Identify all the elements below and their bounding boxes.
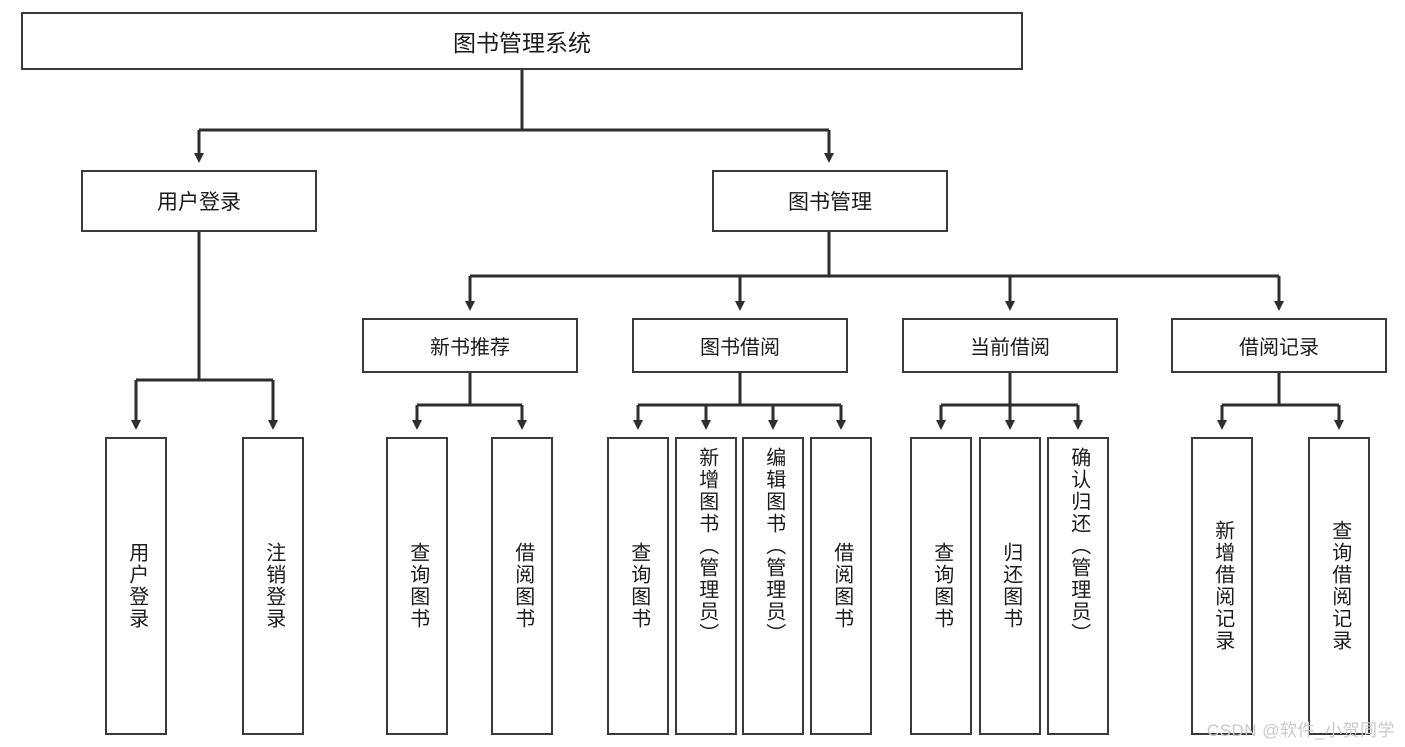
leaf-borrow-book-recommend[interactable]: 借阅图书: [491, 437, 553, 735]
leaf-confirm-return-admin[interactable]: 确认归还（管理员）: [1047, 437, 1109, 735]
node-root-system[interactable]: 图书管理系统: [21, 12, 1023, 70]
leaf-label: 新增借阅记录: [1211, 520, 1234, 652]
leaf-add-book-admin[interactable]: 新增图书（管理员）: [675, 437, 737, 735]
node-new-book-recommend[interactable]: 新书推荐: [362, 318, 578, 373]
leaf-query-book-borrow[interactable]: 查询图书: [607, 437, 669, 735]
node-book-management[interactable]: 图书管理: [712, 170, 948, 232]
node-label: 用户登录: [157, 191, 241, 214]
node-current-borrow[interactable]: 当前借阅: [902, 318, 1118, 373]
node-label: 借阅记录: [1239, 337, 1319, 359]
node-book-borrow[interactable]: 图书借阅: [632, 318, 848, 373]
leaf-borrow-book[interactable]: 借阅图书: [810, 437, 872, 735]
leaf-label: 用户登录: [125, 542, 148, 630]
node-label: 新书推荐: [430, 337, 510, 359]
leaf-label: 归还图书: [999, 542, 1022, 630]
node-label: 图书管理系统: [453, 30, 591, 56]
leaf-query-book-current[interactable]: 查询图书: [910, 437, 972, 735]
leaf-query-book-recommend[interactable]: 查询图书: [386, 437, 448, 735]
leaf-return-book[interactable]: 归还图书: [979, 437, 1041, 735]
leaf-label: 注销登录: [262, 542, 285, 630]
node-borrow-record[interactable]: 借阅记录: [1171, 318, 1387, 373]
leaf-label: 查询图书: [406, 542, 429, 630]
leaf-add-borrow-record[interactable]: 新增借阅记录: [1191, 437, 1253, 735]
leaf-label: 查询借阅记录: [1328, 520, 1351, 652]
leaf-label: 新增图书（管理员）: [695, 447, 718, 645]
leaf-query-borrow-record[interactable]: 查询借阅记录: [1308, 437, 1370, 735]
leaf-label: 借阅图书: [830, 542, 853, 630]
leaf-logout[interactable]: 注销登录: [242, 437, 304, 735]
leaf-label: 查询图书: [627, 542, 650, 630]
node-user-login[interactable]: 用户登录: [81, 170, 317, 232]
leaf-label: 借阅图书: [511, 542, 534, 630]
watermark: CSDN @软件_小贺同学: [1206, 721, 1395, 740]
node-label: 图书管理: [788, 191, 872, 214]
node-label: 当前借阅: [970, 337, 1050, 359]
leaf-label: 编辑图书（管理员）: [762, 447, 785, 645]
leaf-label: 确认归还（管理员）: [1067, 447, 1090, 645]
leaf-label: 查询图书: [930, 542, 953, 630]
leaf-edit-book-admin[interactable]: 编辑图书（管理员）: [742, 437, 804, 735]
leaf-user-login[interactable]: 用户登录: [105, 437, 167, 735]
node-label: 图书借阅: [700, 337, 780, 359]
